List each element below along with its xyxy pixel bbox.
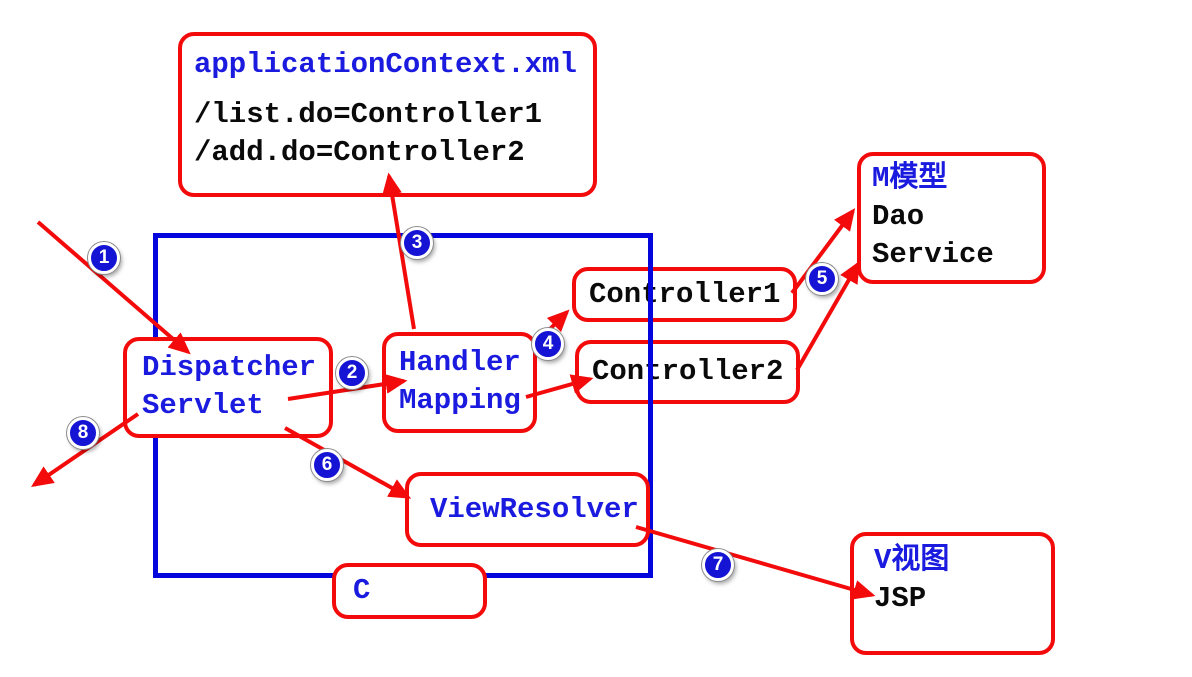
application-context-box: applicationContext.xml /list.do=Controll… [178, 32, 597, 197]
view-box: V视图 JSP [850, 532, 1055, 655]
step-number: 8 [77, 422, 89, 443]
step-number: 6 [321, 454, 333, 475]
dispatcher-label-line1: Dispatcher [142, 351, 317, 384]
arrow-7-to-view [635, 525, 876, 600]
step-badge-8: 8 [67, 417, 99, 449]
handler-label-line2: Mapping [399, 384, 521, 417]
controller1-label: Controller1 [589, 277, 781, 311]
step-number: 2 [346, 362, 358, 383]
mapping-entry-add: /add.do=Controller2 [194, 136, 525, 169]
dispatcher-servlet-box: Dispatcher Servlet [123, 337, 333, 438]
step-badge-3: 3 [401, 227, 433, 259]
step-badge-2: 2 [336, 357, 368, 389]
step-number: 7 [712, 554, 724, 575]
step-badge-4: 4 [532, 328, 564, 360]
model-service-label: Service [872, 238, 994, 271]
step-number: 4 [542, 333, 554, 354]
step-badge-1: 1 [88, 242, 120, 274]
controller-c-box: C [332, 563, 487, 619]
dispatcher-label-line2: Servlet [142, 389, 264, 422]
mapping-entry-list: /list.do=Controller1 [194, 98, 543, 131]
view-title: V视图 [874, 544, 950, 577]
model-title: M模型 [872, 162, 948, 195]
view-resolver-label: ViewResolver [430, 492, 639, 526]
controller2-box: Controller2 [575, 340, 800, 404]
controller2-label: Controller2 [592, 355, 784, 388]
step-number: 3 [411, 232, 423, 253]
step-badge-7: 7 [702, 549, 734, 581]
handler-mapping-box: Handler Mapping [382, 332, 537, 433]
model-dao-label: Dao [872, 200, 925, 233]
controller1-box: Controller1 [572, 267, 797, 322]
step-number: 5 [816, 268, 828, 289]
model-box: M模型 Dao Service [857, 152, 1046, 284]
step-number: 1 [98, 247, 110, 268]
view-resolver-box: ViewResolver [405, 472, 650, 547]
step-badge-6: 6 [311, 449, 343, 481]
step-badge-5: 5 [806, 263, 838, 295]
c-label: C [353, 574, 371, 607]
handler-label-line1: Handler [399, 346, 521, 379]
view-jsp-label: JSP [874, 582, 927, 615]
application-context-title: applicationContext.xml [194, 48, 577, 81]
